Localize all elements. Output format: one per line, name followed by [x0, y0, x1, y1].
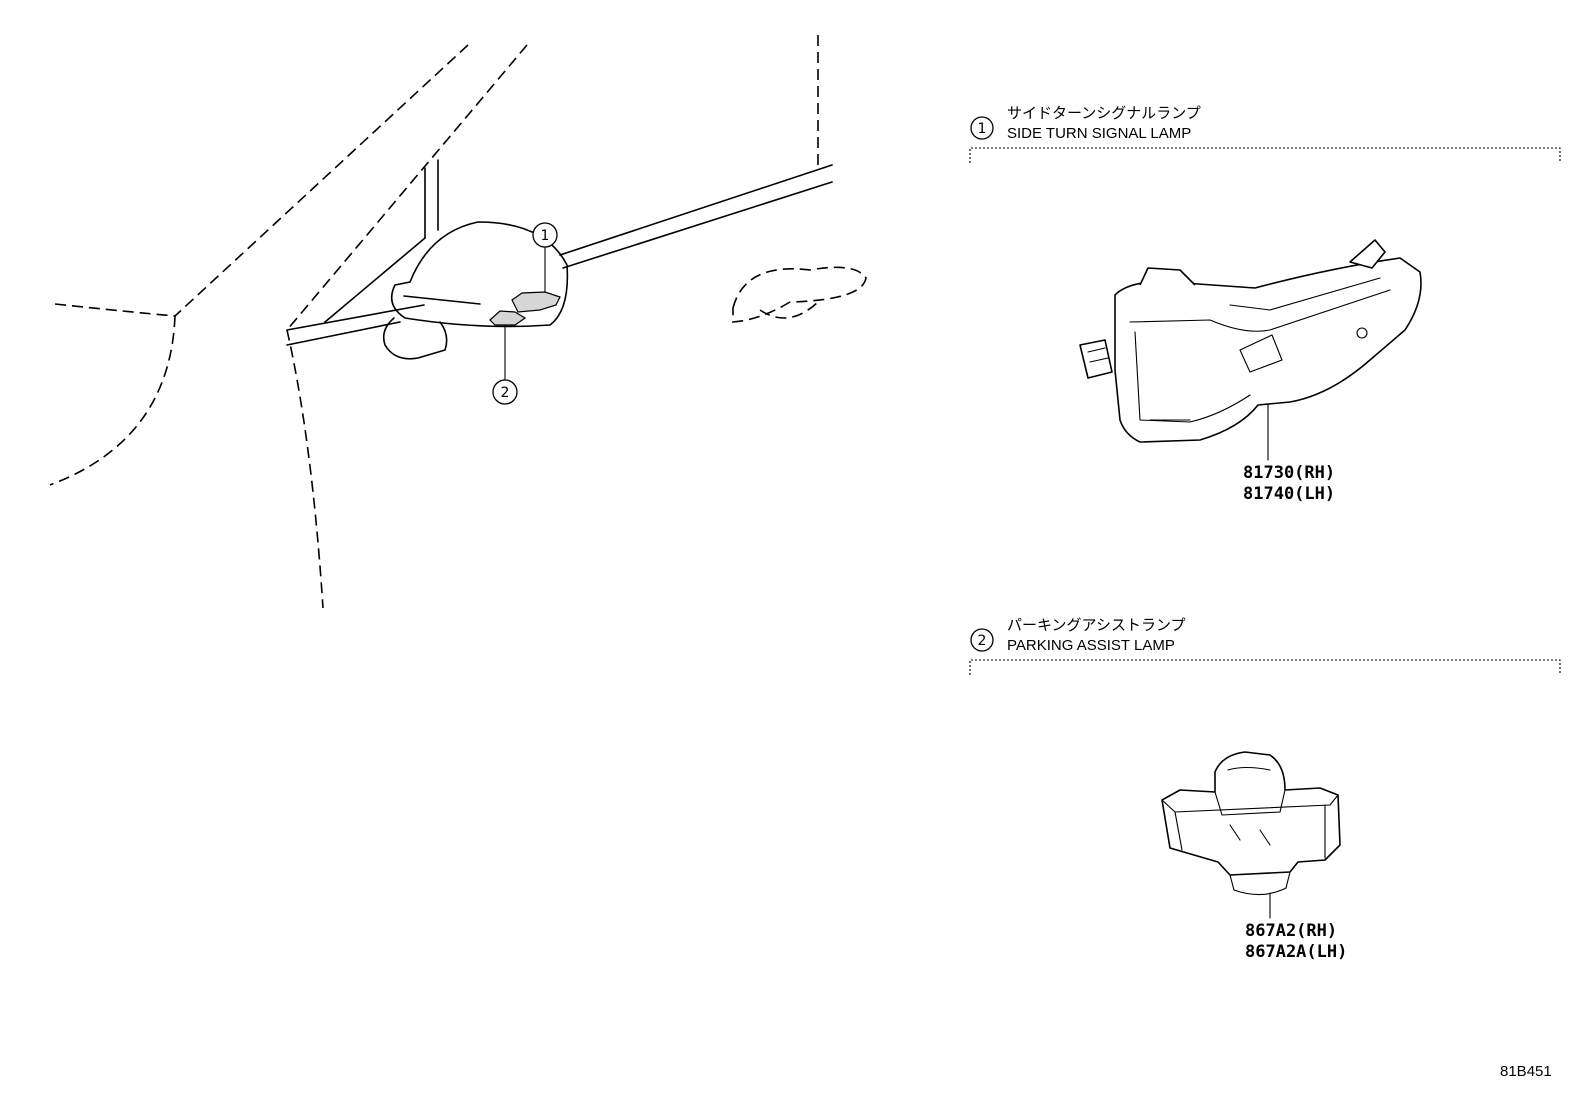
svg-text:1: 1 [541, 228, 550, 244]
section-1-index: 1 [978, 121, 987, 137]
section-1-part-number-rh: 81730(RH) [1243, 463, 1335, 483]
car-door-outline [49, 35, 867, 609]
section-1-part-number-lh: 81740(LH) [1243, 484, 1335, 504]
section-side-turn-signal-lamp: 1 サイドターンシグナルランプ SIDE TURN SIGNAL LAMP 81… [969, 104, 1561, 504]
svg-text:2: 2 [501, 385, 510, 401]
section-2-index: 2 [978, 633, 987, 649]
section-2-title-jp: パーキングアシストランプ [1007, 616, 1186, 634]
section-1-bracket [969, 147, 1561, 163]
parking-assist-lamp-icon [1161, 751, 1341, 896]
section-1-title-en: SIDE TURN SIGNAL LAMP [1007, 125, 1191, 142]
mirror-lamp-1-icon [511, 291, 561, 313]
diagram-code: 81B451 [1500, 1063, 1552, 1080]
section-parking-assist-lamp: 2 パーキングアシストランプ PARKING ASSIST LAMP 867A2… [969, 616, 1561, 962]
callout-2: 2 [492, 379, 518, 405]
section-2-title-en: PARKING ASSIST LAMP [1007, 637, 1175, 654]
side-mirror [382, 221, 569, 381]
side-turn-signal-lamp-icon [1079, 239, 1422, 443]
callout-1: 1 [532, 222, 558, 248]
section-2-bracket [969, 659, 1561, 675]
mirror-lamp-2-icon [489, 310, 527, 326]
section-2-part-number-rh: 867A2(RH) [1245, 921, 1337, 941]
section-2-part-number-lh: 867A2A(LH) [1245, 942, 1347, 962]
section-1-title-jp: サイドターンシグナルランプ [1007, 104, 1201, 122]
